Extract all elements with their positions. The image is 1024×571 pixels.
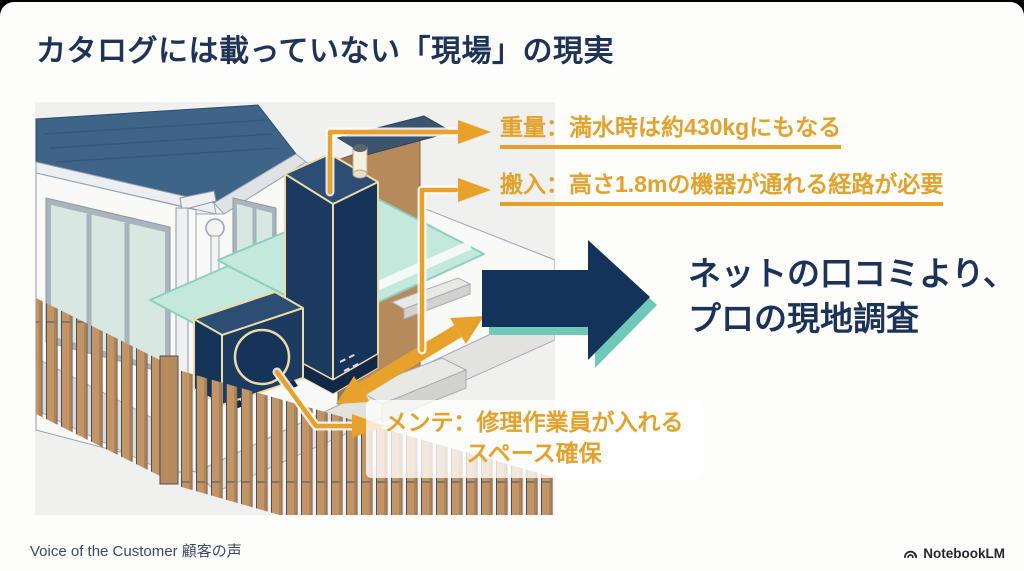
- tank-top-cylinder: [352, 144, 368, 179]
- annotation-carry-in: 搬入：高さ1.8mの機器が通れる経路が必要: [500, 171, 944, 207]
- blue-roof-icon: [35, 104, 297, 204]
- conclusion-text: ネットの口コミより、 プロの現地調査: [688, 252, 1016, 342]
- page-title: カタログには載っていない「現場」の現実: [36, 35, 614, 68]
- fence-corner-post: [159, 355, 179, 485]
- brand-label: NotebookLM: [923, 546, 1005, 561]
- notebooklm-logo-icon: [904, 550, 918, 559]
- conclusion-line-1: ネットの口コミより、: [688, 255, 1017, 292]
- maintenance-line-2: スペース確保: [466, 440, 602, 466]
- big-conclusion-arrow-icon: [482, 240, 657, 368]
- footer-caption: Voice of the Customer 顧客の声: [30, 543, 242, 560]
- weight-arrowhead-icon: [458, 120, 491, 144]
- carry-in-arrowhead-icon: [458, 178, 491, 202]
- maintenance-line-1: メンテ：修理作業員が入れる: [384, 409, 684, 435]
- leader-lines: [272, 127, 461, 431]
- annotation-maintenance: メンテ：修理作業員が入れる スペース確保: [366, 400, 702, 478]
- conclusion-line-2: プロの現地調査: [688, 299, 919, 337]
- brand-badge: NotebookLM: [903, 546, 1005, 561]
- annotation-weight: 重量：満水時は約430kgにもなる: [500, 114, 842, 150]
- carry-route-double-arrow-icon: [336, 316, 484, 404]
